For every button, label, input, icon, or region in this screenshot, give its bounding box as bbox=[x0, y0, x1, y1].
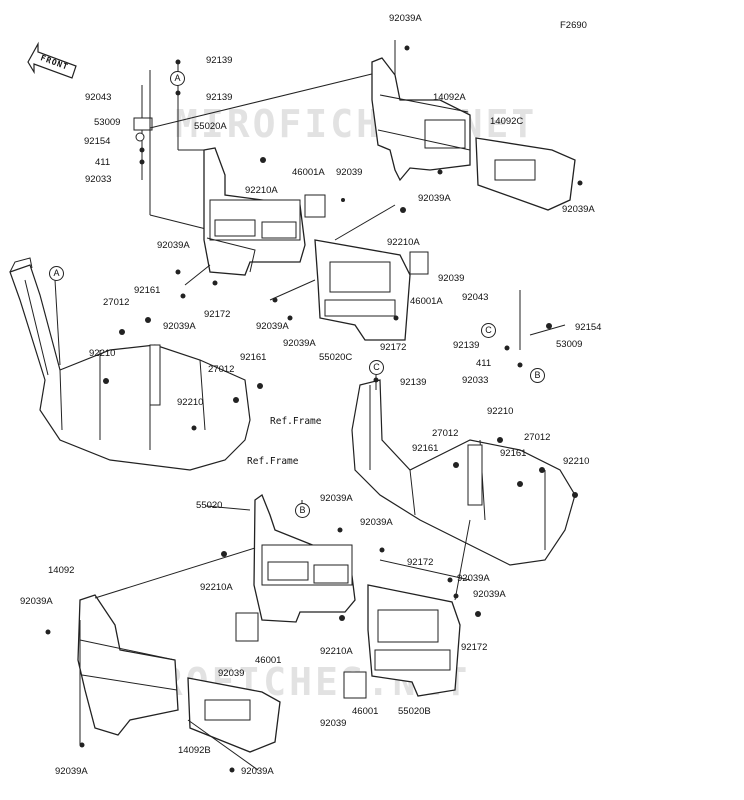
part-label: 92039A bbox=[55, 766, 88, 777]
part-label: 46001A bbox=[410, 296, 443, 307]
part-label: 92161 bbox=[240, 352, 267, 363]
part-label: 46001 bbox=[255, 655, 282, 666]
part-label: 92210 bbox=[89, 348, 116, 359]
part-label: 92139 bbox=[400, 377, 427, 388]
part-label: 14092C bbox=[490, 116, 524, 127]
part-label: 92033 bbox=[462, 375, 489, 386]
part-label: 92172 bbox=[407, 557, 434, 568]
part-label: 92210A bbox=[200, 582, 233, 593]
part-label: 27012 bbox=[432, 428, 459, 439]
part-label: 55020B bbox=[398, 706, 431, 717]
callout-a-top: A bbox=[170, 71, 185, 86]
figure-code: F2690 bbox=[560, 20, 587, 31]
part-label: 92043 bbox=[85, 92, 112, 103]
part-label: 55020A bbox=[194, 121, 227, 132]
part-label: 92039A bbox=[473, 589, 506, 600]
part-label: 92210 bbox=[487, 406, 514, 417]
part-label: 92033 bbox=[85, 174, 112, 185]
part-label: 46001A bbox=[292, 167, 325, 178]
part-label: 92039A bbox=[389, 13, 422, 24]
part-label: 14092B bbox=[178, 745, 211, 756]
front-arrow-icon bbox=[27, 41, 77, 79]
part-label: 92154 bbox=[575, 322, 602, 333]
part-label: 27012 bbox=[208, 364, 235, 375]
part-label: 92039A bbox=[457, 573, 490, 584]
part-label: 92210A bbox=[320, 646, 353, 657]
callout-b-door: B bbox=[295, 503, 310, 518]
part-label: 92210 bbox=[563, 456, 590, 467]
part-label: 27012 bbox=[524, 432, 551, 443]
part-label: 92161 bbox=[412, 443, 439, 454]
part-label: 46001 bbox=[352, 706, 379, 717]
part-label: 92039 bbox=[218, 668, 245, 679]
part-label: 92161 bbox=[500, 448, 527, 459]
part-label: 92039A bbox=[241, 766, 274, 777]
part-label: 14092A bbox=[433, 92, 466, 103]
callout-b-bracket: B bbox=[530, 368, 545, 383]
callout-a-frame: A bbox=[49, 266, 64, 281]
part-label: 92039A bbox=[163, 321, 196, 332]
part-label: 92039 bbox=[336, 167, 363, 178]
part-label: 92039A bbox=[562, 204, 595, 215]
part-label: 92039 bbox=[320, 718, 347, 729]
ref-frame-right: Ref.Frame bbox=[270, 416, 322, 427]
part-label: 53009 bbox=[556, 339, 583, 350]
part-label: 92039A bbox=[283, 338, 316, 349]
part-label: 92043 bbox=[462, 292, 489, 303]
part-label: 92039 bbox=[438, 273, 465, 284]
part-label: 92039A bbox=[256, 321, 289, 332]
part-label: 92210A bbox=[387, 237, 420, 248]
callout-c-bracket: C bbox=[481, 323, 496, 338]
ref-frame-left: Ref.Frame bbox=[247, 456, 299, 467]
part-label: 92210A bbox=[245, 185, 278, 196]
part-label: 92172 bbox=[461, 642, 488, 653]
part-label: 411 bbox=[476, 358, 492, 369]
part-label: 92154 bbox=[84, 136, 111, 147]
part-label: 55020 bbox=[196, 500, 223, 511]
part-label: 92039A bbox=[157, 240, 190, 251]
part-label: 411 bbox=[95, 157, 111, 168]
part-label: 92139 bbox=[206, 55, 233, 66]
callout-c-frame: C bbox=[369, 360, 384, 375]
part-label: 92161 bbox=[134, 285, 161, 296]
watermark-top: MIROFICHES.NET bbox=[175, 102, 538, 146]
part-label: 92039A bbox=[20, 596, 53, 607]
part-label: 55020C bbox=[319, 352, 353, 363]
part-label: 14092 bbox=[48, 565, 75, 576]
part-label: 92139 bbox=[206, 92, 233, 103]
part-label: 92039A bbox=[418, 193, 451, 204]
part-label: 92139 bbox=[453, 340, 480, 351]
part-label: 92172 bbox=[204, 309, 231, 320]
part-label: 53009 bbox=[94, 117, 121, 128]
part-label: 92039A bbox=[320, 493, 353, 504]
part-label: 92172 bbox=[380, 342, 407, 353]
part-label: 27012 bbox=[103, 297, 130, 308]
part-label: 92039A bbox=[360, 517, 393, 528]
part-label: 92210 bbox=[177, 397, 204, 408]
